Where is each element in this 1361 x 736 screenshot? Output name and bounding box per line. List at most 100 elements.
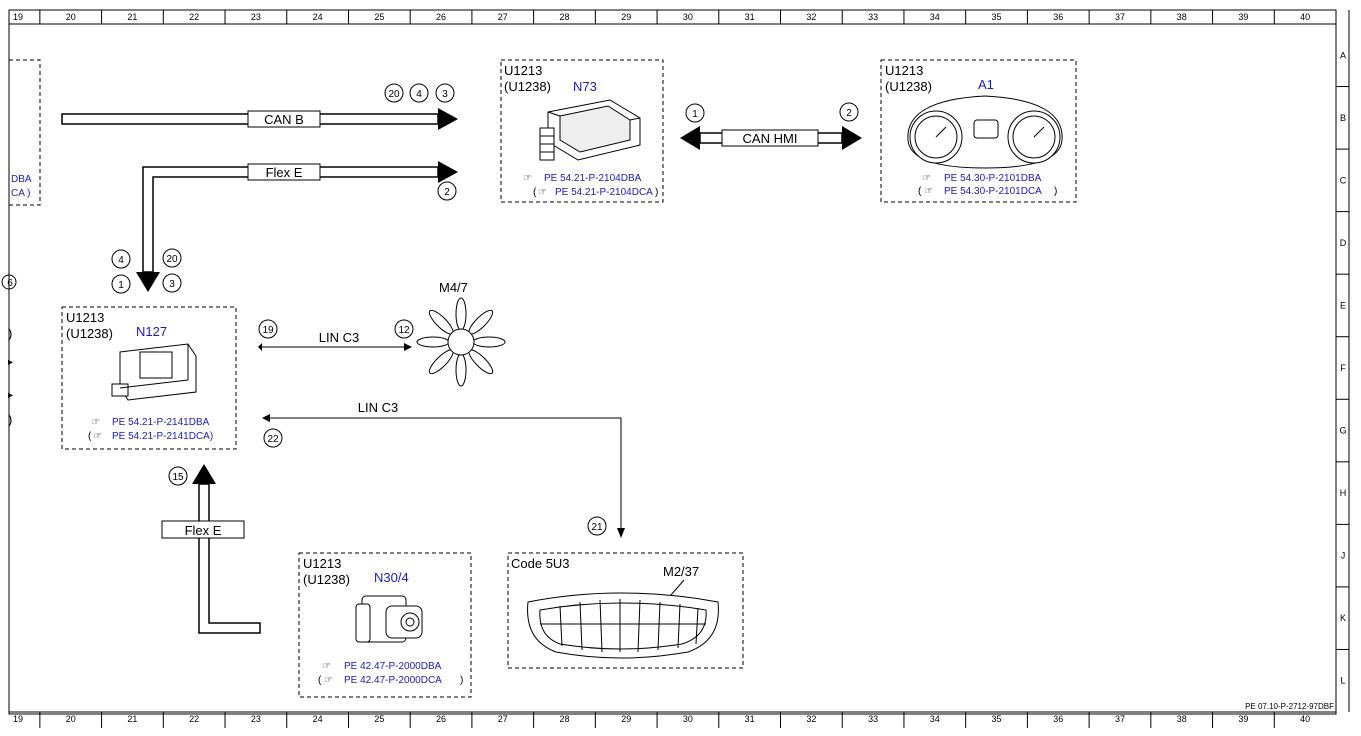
ruler-col-bottom-label: 37 bbox=[1115, 714, 1125, 724]
marker-1 bbox=[685, 103, 705, 123]
ruler-row-label: H bbox=[1340, 488, 1347, 498]
can-hmi-bus: CAN HMI bbox=[680, 126, 862, 150]
ruler-col-bottom-label: 20 bbox=[66, 714, 76, 724]
ruler-row-label: L bbox=[1340, 676, 1345, 686]
lin-c3-link-fan: LIN C3 bbox=[258, 330, 412, 351]
ruler-col-bottom-label: 27 bbox=[498, 714, 508, 724]
ruler-col-top-label: 23 bbox=[251, 12, 261, 22]
ruler-col-bottom-label: 24 bbox=[313, 714, 323, 724]
ruler-col-bottom-label: 29 bbox=[621, 714, 631, 724]
ruler-col-top-label: 36 bbox=[1053, 12, 1063, 22]
pointer-icon: ☞ bbox=[91, 417, 100, 428]
pointer-icon: ☞ bbox=[93, 431, 102, 442]
pointer-icon: ☞ bbox=[922, 173, 931, 184]
n73-code: U1213 bbox=[504, 63, 542, 78]
n30-4-name: N30/4 bbox=[374, 570, 409, 585]
ruler-row-label: C bbox=[1340, 175, 1347, 185]
n127-ref2-paren: ( bbox=[88, 431, 92, 442]
ruler-col-bottom-label: 33 bbox=[868, 714, 878, 724]
ruler-row-label: B bbox=[1340, 113, 1346, 123]
ruler-col-top-label: 37 bbox=[1115, 12, 1125, 22]
ruler-row-label: J bbox=[1341, 551, 1346, 561]
a1-ref2[interactable]: PE 54.30-P-2101DCA bbox=[944, 186, 1042, 197]
ruler-col-bottom-label: 31 bbox=[745, 714, 755, 724]
ruler-col-top-label: 21 bbox=[127, 12, 137, 22]
marker-12 bbox=[394, 319, 414, 339]
ruler-col-bottom-label: 28 bbox=[559, 714, 569, 724]
n30-4-ref2[interactable]: PE 42.47-P-2000DCA bbox=[344, 675, 442, 686]
marker-20 bbox=[162, 248, 182, 268]
left-partial-box bbox=[9, 59, 41, 206]
ruler-col-bottom-label: 32 bbox=[806, 714, 816, 724]
pointer-icon: ☞ bbox=[523, 173, 532, 184]
left-edge-mark: ▸ bbox=[8, 390, 13, 401]
ruler-col-bottom-label: 25 bbox=[374, 714, 384, 724]
ruler-col-top-label: 39 bbox=[1238, 12, 1248, 22]
fan-icon bbox=[416, 297, 506, 387]
n30-4-code: U1213 bbox=[303, 556, 341, 571]
pointer-icon: ☞ bbox=[538, 187, 547, 198]
marker-12-label: 12 bbox=[398, 325, 410, 336]
ruler-col-top-label: 30 bbox=[683, 12, 693, 22]
n73-ref1[interactable]: PE 54.21-P-2104DBA bbox=[544, 173, 642, 184]
drawing-id: PE 07.10-P-2712-97DBF bbox=[1245, 702, 1334, 711]
a1-code-alt: (U1238) bbox=[885, 79, 932, 94]
left-edge-mark: ) bbox=[8, 326, 12, 341]
ruler-col-top-label: 25 bbox=[374, 12, 384, 22]
a1-component-box: U1213 (U1238) A1 ☞ PE 54.30-P-2101DBA ( … bbox=[880, 59, 1077, 203]
flex-e-top-label: Flex E bbox=[266, 165, 303, 180]
n30-4-ref2-paren-close: ) bbox=[460, 675, 463, 686]
n127-ref1[interactable]: PE 54.21-P-2141DBA bbox=[112, 417, 210, 428]
ruler-col-top-label: 19 bbox=[13, 12, 23, 22]
marker-21-label: 21 bbox=[591, 522, 603, 533]
marker-19-label: 19 bbox=[262, 325, 274, 336]
ruler-row-label: D bbox=[1340, 238, 1347, 248]
marker-15-label: 15 bbox=[172, 472, 184, 483]
marker-1-label: 1 bbox=[692, 109, 698, 120]
ruler-col-top-label: 24 bbox=[313, 12, 323, 22]
code-5u3-component-box: Code 5U3 M2/37 bbox=[507, 552, 744, 669]
ruler-col-bottom-label: 40 bbox=[1300, 714, 1310, 724]
ruler-col-top-label: 35 bbox=[992, 12, 1002, 22]
n30-4-ref1[interactable]: PE 42.47-P-2000DBA bbox=[344, 661, 442, 672]
n127-component-box: U1213 (U1238) N127 ☞ PE 54.21-P-2141DBA … bbox=[61, 306, 237, 450]
radiator-grille-icon bbox=[527, 592, 719, 659]
n127-name: N127 bbox=[136, 324, 167, 339]
marker-3-label: 3 bbox=[169, 279, 175, 290]
can-b-bus: CAN B bbox=[61, 108, 458, 130]
m2-37-name: M2/37 bbox=[663, 564, 699, 579]
left-edge-circle bbox=[1, 274, 17, 290]
n127-code-alt: (U1238) bbox=[66, 326, 113, 341]
a1-ref2-paren-close: ) bbox=[1054, 186, 1057, 197]
ruler-row-label: E bbox=[1340, 300, 1346, 310]
a1-ref1[interactable]: PE 54.30-P-2101DBA bbox=[944, 173, 1042, 184]
ruler-row-label: K bbox=[1340, 613, 1346, 623]
pointer-icon: ☞ bbox=[322, 661, 331, 672]
n30-4-ref2-paren: ( bbox=[318, 675, 322, 686]
marker-1-label: 1 bbox=[118, 280, 124, 291]
instrument-cluster-icon bbox=[907, 95, 1063, 169]
ruler-col-bottom-label: 35 bbox=[992, 714, 1002, 724]
marker-3-label: 3 bbox=[442, 89, 448, 100]
marker-2 bbox=[437, 181, 457, 201]
marker-19 bbox=[258, 319, 278, 339]
left-edge-mark: ▸ bbox=[8, 357, 13, 368]
marker-4 bbox=[409, 83, 429, 103]
marker-20-label: 20 bbox=[388, 89, 400, 100]
marker-22 bbox=[263, 428, 283, 448]
n73-ref2-paren-close: ) bbox=[655, 187, 658, 198]
flex-e-bottom-bus: Flex E bbox=[161, 464, 261, 634]
can-b-label: CAN B bbox=[264, 112, 304, 127]
n73-name: N73 bbox=[573, 79, 597, 94]
marker-3 bbox=[162, 273, 182, 293]
n127-ref2[interactable]: PE 54.21-P-2141DCA) bbox=[112, 431, 213, 442]
ruler-col-bottom-label: 22 bbox=[189, 714, 199, 724]
n30-4-code-alt: (U1238) bbox=[303, 572, 350, 587]
ruler-col-top-label: 29 bbox=[621, 12, 631, 22]
ruler-col-top-label: 28 bbox=[559, 12, 569, 22]
flex-e-bottom-label: Flex E bbox=[185, 523, 222, 538]
flex-e-top-bus: Flex E bbox=[136, 161, 458, 292]
n73-ref2[interactable]: PE 54.21-P-2104DCA bbox=[555, 187, 653, 198]
ruler-col-bottom-label: 23 bbox=[251, 714, 261, 724]
n73-code-alt: (U1238) bbox=[504, 79, 551, 94]
